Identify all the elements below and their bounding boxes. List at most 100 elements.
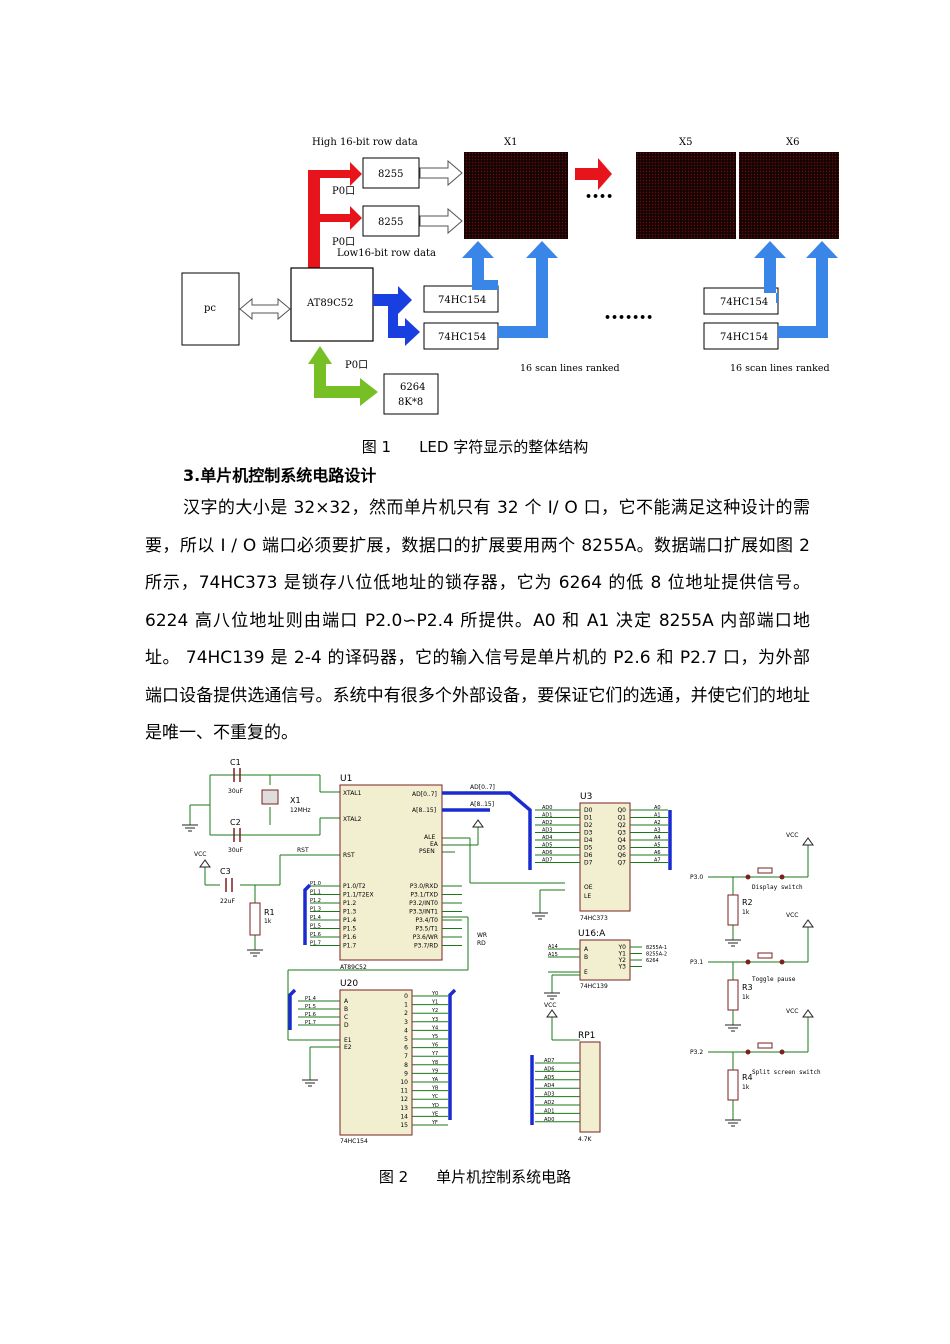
u20-y-net: YF	[431, 1120, 438, 1126]
vcc-symbols	[199, 819, 814, 1018]
u3-a-net: A1	[654, 813, 661, 819]
u3-d-pin: D4	[584, 837, 593, 844]
u20-p-net: P1.7	[305, 1020, 316, 1026]
u3-a-net: A6	[654, 850, 661, 856]
u16-label: U16:A	[578, 929, 606, 939]
x1-label: X1	[504, 137, 517, 148]
u20-y-net: Y0	[431, 991, 438, 997]
decoder-1	[423, 285, 499, 313]
u20-in-pin: D	[344, 1022, 349, 1029]
u3-q-pin: Q6	[617, 852, 626, 859]
chip-8255-b	[362, 205, 420, 237]
u3-ad-net: AD0	[542, 805, 552, 811]
u1-label: U1	[340, 774, 352, 784]
chip-u1	[339, 784, 443, 961]
chip-8255-a-label: 8255	[378, 169, 403, 180]
u1-part: AT89C52	[340, 964, 367, 971]
light-blue-arrows-x6	[754, 241, 838, 338]
blue-scan-arrow	[373, 286, 420, 346]
c1-label: C1	[230, 758, 241, 767]
u1-p3-pin-label: P3.1/TXD	[410, 892, 438, 899]
u1-p3-pin-label: P3.4/T0	[415, 917, 438, 924]
u1-ea: EA	[430, 841, 439, 848]
figure-1-diagram: High 16-bit row data X1 X5 X6 P0口 P0口 Lo…	[181, 137, 839, 415]
ground-symbols	[182, 824, 741, 1127]
u3-d-pin: D5	[584, 845, 593, 852]
rp1-ad-net: AD5	[544, 1075, 554, 1081]
c3-label: C3	[220, 867, 231, 876]
u1-psen: PSEN	[419, 848, 435, 855]
u20-num-pin: 6	[404, 1045, 408, 1052]
u3-part: 74HC373	[580, 915, 608, 922]
r2-value: 1k	[742, 909, 750, 916]
u1-p1-pin-label: P1.5	[343, 926, 356, 933]
p0-label-b: P0口	[332, 237, 355, 248]
u3-d-pin: D1	[584, 815, 593, 822]
light-blue-arrows-x1	[462, 241, 558, 338]
u1-port1-pins: P1.0/T2P1.0P1.1/T2EXP1.1P1.2P1.2P1.3P1.3…	[310, 881, 374, 950]
u20-num-pin: 15	[400, 1122, 408, 1129]
figure-2-number: 图 2	[378, 1168, 409, 1186]
u20-num-pin: 14	[400, 1113, 408, 1120]
scan-label-2: 16 scan lines ranked	[730, 363, 830, 374]
resistor-r3	[727, 979, 739, 1011]
u1-p1-pin-label: P1.6	[343, 934, 356, 941]
vcc-label-sw3: VCC	[786, 1008, 798, 1015]
rp1-ad-net: AD3	[544, 1092, 554, 1098]
c1-value: 30uF	[228, 788, 243, 795]
u20-p-net: P1.5	[305, 1004, 316, 1010]
u1-p1-pin-label: P1.7	[343, 943, 356, 950]
u1-port3-pins: P3.0/RXDP3.1/TXDP3.2/INT0P3.3/INT1P3.4/T…	[409, 883, 462, 950]
u16-y-pin: Y0	[618, 944, 627, 951]
u1-p3-pin-label: P3.0/RXD	[410, 883, 438, 890]
u20-num-pin: 5	[404, 1036, 408, 1043]
rp1-value: 4.7K	[578, 1136, 593, 1143]
x6-label: X6	[786, 137, 799, 148]
u20-in-pin: E1	[344, 1037, 352, 1044]
u1-p1-pin-label: P1.0/T2	[343, 883, 366, 890]
u3-d-pin: D6	[584, 852, 593, 859]
decoder-1-label: 74HC154	[438, 295, 486, 306]
u20-y-net: YE	[431, 1111, 438, 1117]
u20-y-net: YD	[431, 1103, 439, 1109]
p31-label: P3.1	[690, 959, 703, 966]
decoder-2-label: 74HC154	[438, 332, 486, 343]
chip-u16	[579, 939, 631, 981]
white-arrows	[419, 159, 463, 235]
u3-a-net: A2	[654, 820, 661, 826]
u1-p3-pin-label: P3.5/T1	[415, 926, 438, 933]
decoder-4	[703, 322, 779, 350]
r3-label: R3	[742, 983, 753, 992]
u20-label: U20	[340, 979, 358, 989]
u3-q-pin: Q0	[617, 807, 626, 814]
u20-y-net: YA	[431, 1077, 439, 1083]
u20-y-net: YB	[431, 1086, 439, 1092]
u20-num-pin: 3	[404, 1019, 408, 1026]
u20-p-net: P1.6	[305, 1012, 316, 1018]
u3-le: LE	[584, 893, 591, 900]
u20-y-net: YC	[431, 1094, 439, 1100]
u3-d-pin: D0	[584, 807, 593, 814]
u20-part: 74HC154	[340, 1138, 368, 1145]
u1-p1-net-label: P1.6	[310, 932, 321, 938]
u1-p1-pin-label: P1.1/T2EX	[343, 892, 374, 899]
u3-a-net: A7	[654, 858, 661, 864]
u1-p1-pin-label: P1.4	[343, 917, 356, 924]
u20-num-pin: 2	[404, 1010, 408, 1017]
u3-q-pin: Q4	[617, 837, 626, 844]
figure-2-schematic: C1 30uF C2 30uF C3 22uF X1 12MHz R1 1k V…	[182, 758, 821, 1145]
u3-ad-net: AD2	[542, 820, 552, 826]
u20-y-net: Y7	[431, 1051, 438, 1057]
vcc-label-sw2: VCC	[786, 912, 798, 919]
u3-a-net: A0	[654, 805, 661, 811]
u3-ad-net: AD4	[542, 835, 552, 841]
u3-d-pin: D7	[584, 860, 593, 867]
u16-a-net: A15	[548, 952, 558, 958]
resistor-r2	[727, 894, 739, 926]
u1-p1-net-label: P1.0	[310, 881, 321, 887]
wr-label: WR	[477, 932, 487, 939]
p0-label-a: P0口	[332, 186, 355, 197]
u1-p1-net-label: P1.3	[310, 907, 321, 913]
decoder-4-label: 74HC154	[720, 332, 768, 343]
